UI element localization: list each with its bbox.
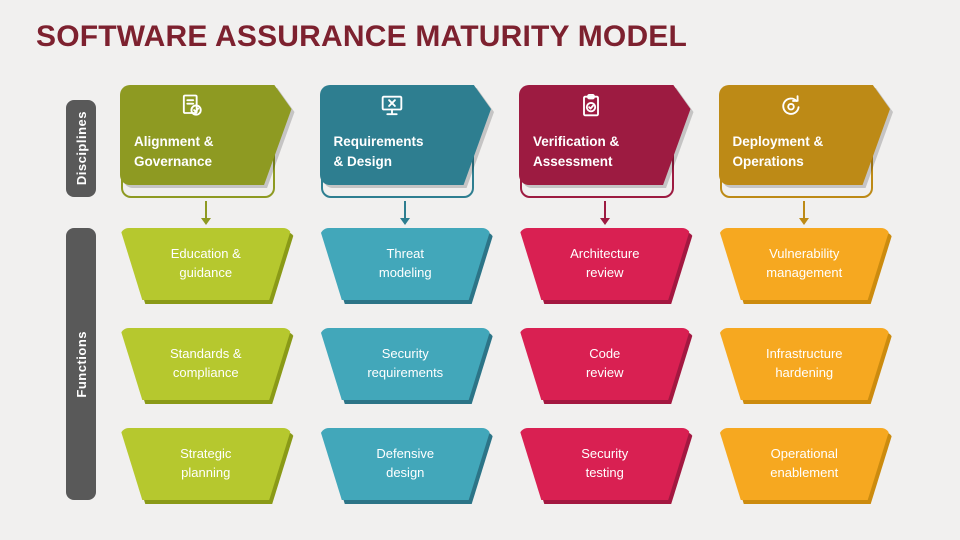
header-shape-wrap: Requirements & Design (319, 85, 491, 185)
column-deployment-operations: Deployment & Operations Vulnerability ma… (718, 85, 891, 500)
connector-arrow (719, 198, 891, 228)
function-box: Threat modeling (319, 228, 491, 300)
arrow-head-icon (200, 218, 211, 225)
function-box: Infrastructure hardening (718, 328, 890, 400)
disciplines-label: Disciplines (73, 111, 89, 186)
column-alignment-governance: Alignment & Governance Education & guida… (120, 85, 292, 500)
function-label: Education & guidance (120, 228, 292, 300)
discipline-title: Requirements & Design (333, 134, 424, 169)
function-label: Security requirements (319, 328, 491, 400)
deployment-cycle-icon (777, 92, 805, 120)
functions-rail: Functions (66, 228, 96, 500)
connector-arrow (519, 198, 691, 228)
function-label: Standards & compliance (120, 328, 292, 400)
function-label: Operational enablement (718, 428, 890, 500)
audit-document-icon (178, 92, 206, 120)
page-title: SOFTWARE ASSURANCE MATURITY MODEL (36, 20, 688, 53)
function-box: Security testing (519, 428, 691, 500)
function-label: Architecture review (519, 228, 691, 300)
discipline-title: Deployment & Operations (732, 134, 824, 169)
function-box: Code review (519, 328, 691, 400)
clipboard-check-icon (577, 92, 605, 120)
arrow-head-icon (799, 218, 810, 225)
function-label: Strategic planning (120, 428, 292, 500)
arrow-line (204, 201, 207, 218)
function-label: Code review (519, 328, 691, 400)
discipline-header: Deployment & Operations (718, 85, 890, 198)
diagram-columns: Alignment & Governance Education & guida… (120, 85, 890, 500)
function-box: Education & guidance (120, 228, 292, 300)
discipline-header: Requirements & Design (319, 85, 491, 198)
header-shape-wrap: Verification & Assessment (519, 85, 691, 185)
function-label: Defensive design (319, 428, 491, 500)
arrow-line (803, 201, 806, 218)
functions-label: Functions (73, 330, 89, 398)
header-shape: Deployment & Operations (718, 85, 890, 185)
column-requirements-design: Requirements & Design Threat modeling Se… (319, 85, 492, 500)
function-box: Security requirements (319, 328, 491, 400)
arrow-line (404, 201, 407, 218)
design-monitor-icon (378, 92, 406, 120)
function-box: Defensive design (319, 428, 491, 500)
arrow-head-icon (400, 218, 411, 225)
connector-arrow (120, 198, 292, 228)
header-shape: Requirements & Design (319, 85, 491, 185)
discipline-header: Verification & Assessment (519, 85, 691, 198)
column-verification-assessment: Verification & Assessment Architecture r… (519, 85, 691, 500)
arrow-line (603, 201, 606, 218)
header-shape: Alignment & Governance (120, 85, 292, 185)
connector-arrow (320, 198, 492, 228)
arrow-head-icon (599, 218, 610, 225)
function-box: Architecture review (519, 228, 691, 300)
function-box: Operational enablement (718, 428, 890, 500)
function-box: Standards & compliance (120, 328, 292, 400)
disciplines-rail: Disciplines (66, 100, 96, 197)
function-label: Security testing (519, 428, 691, 500)
header-shape-wrap: Alignment & Governance (120, 85, 292, 185)
function-label: Vulnerability management (718, 228, 890, 300)
discipline-header: Alignment & Governance (120, 85, 292, 198)
function-label: Infrastructure hardening (718, 328, 890, 400)
function-box: Vulnerability management (718, 228, 890, 300)
function-label: Threat modeling (319, 228, 491, 300)
function-box: Strategic planning (120, 428, 292, 500)
discipline-title: Alignment & Governance (134, 134, 214, 169)
discipline-title: Verification & Assessment (533, 134, 620, 169)
header-shape: Verification & Assessment (519, 85, 691, 185)
header-shape-wrap: Deployment & Operations (718, 85, 890, 185)
